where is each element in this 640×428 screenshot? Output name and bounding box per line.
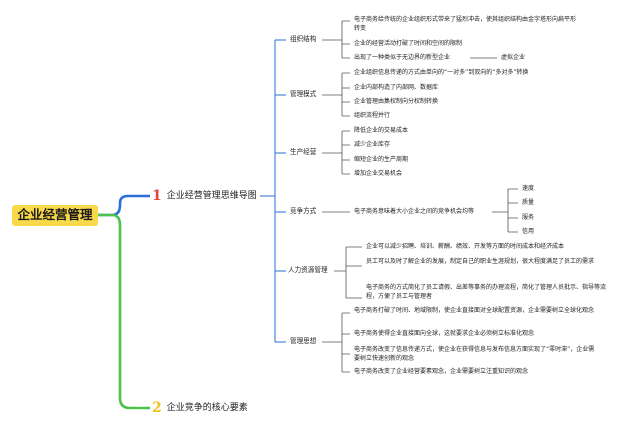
connectors-competition-leaves [322, 188, 518, 233]
leaf-organization-2[interactable]: 企业的经营活动打破了时间和空间的限制 [354, 40, 463, 47]
branch1-title: 企业经营管理思维导图 [166, 190, 257, 201]
connectors-hr-leaves [334, 246, 362, 299]
subtopic-thought[interactable]: 管理思想 [290, 337, 317, 345]
connector-branch1-spine [260, 40, 276, 342]
connector-root-branch1 [98, 194, 150, 217]
connectors-management-leaves [322, 72, 350, 117]
leaf-thought-2[interactable]: 电子商务使得企业直接面向全球，这就要求企业必须树立标准化观念 [354, 330, 535, 337]
leaf-organization-3[interactable]: 出现了一种类似于无边界的新型企业 [354, 54, 451, 61]
leaf-hr-1[interactable]: 企业可以减少招聘、培训、薪酬、绩效、开发等方面的时间成本和经济成本 [366, 243, 565, 250]
subtopic-hr[interactable]: 人力资源管理 [288, 266, 328, 274]
connectors-thought-leaves [322, 312, 350, 373]
leaf-production-1[interactable]: 降低企业的交易成本 [354, 127, 409, 134]
root-topic[interactable]: 企业经营管理 [12, 205, 98, 226]
leaf-organization-1[interactable]: 电子商务给传统的企业组织形式带来了猛烈冲击，使其组织结构由金字塔形向扁平形转变 [354, 16, 577, 32]
leaf-management-1[interactable]: 企业组织信息传递的方式由单向的“一对多”到双向的“多对多”转换 [354, 69, 529, 76]
leaf-thought-3[interactable]: 电子商务改变了信息传递方式，使企业在获得信息与发布信息方面实现了“零时滞”，企业… [354, 346, 595, 362]
leaf-management-3[interactable]: 企业管理由集权制向分权制转换 [354, 98, 439, 105]
branch2-title: 企业竞争的核心要素 [166, 402, 248, 413]
subtopic-competition[interactable]: 竞争方式 [290, 207, 317, 215]
connectors-organization-leaves [322, 20, 497, 59]
leaf-production-4[interactable]: 增加企业交易机会 [354, 170, 403, 177]
leaf-thought-4[interactable]: 电子商务改变了企业经营要素观念，企业需要树立注重知识的观念 [354, 368, 529, 375]
subtopic-organization[interactable]: 组织结构 [290, 35, 317, 43]
leaf-management-4[interactable]: 组织流程并行 [354, 112, 391, 119]
leaf-management-2[interactable]: 企业内部构造了内部网、数据库 [354, 84, 439, 91]
subtopic-management-mode[interactable]: 管理模式 [290, 90, 317, 98]
connectors-production-leaves [322, 130, 350, 175]
subtopic-production[interactable]: 生产经营 [290, 148, 317, 156]
leaf-competition-quality[interactable]: 质量 [522, 199, 535, 206]
leaf-competition-service[interactable]: 服务 [522, 214, 535, 221]
leaf-production-3[interactable]: 缩短企业的生产周期 [354, 156, 409, 163]
branch2-topic[interactable]: 2 企业竞争的核心要素 [152, 401, 248, 415]
branch1-topic[interactable]: 1 企业经营管理思维导图 [152, 189, 257, 203]
leaf-thought-1[interactable]: 电子商务打破了时间、地域限制，使企业直接面对全球配置资源，企业需要树立全球化观念 [354, 307, 595, 314]
leaf-competition-1[interactable]: 电子商务意味着大小企业之间的竞争机会均等 [354, 208, 475, 215]
connector-root-branch2 [98, 213, 150, 410]
leaf-competition-speed[interactable]: 速度 [522, 185, 535, 192]
leaf-competition-credit[interactable]: 信用 [522, 228, 535, 235]
leaf-hr-3[interactable]: 电子商务的方式简化了员工请假、出差等事务的办理流程，简化了管理人员批示、指导等流… [366, 284, 607, 300]
branch1-number: 1 [152, 188, 162, 204]
leaf-hr-2[interactable]: 员工可以及时了解企业的发展，制定自己的职业生涯规划，很大程度满足了员工的需求 [366, 258, 595, 265]
leaf-production-2[interactable]: 减少企业库存 [354, 141, 391, 148]
branch2-number: 2 [152, 400, 162, 416]
leaf-organization-virtual[interactable]: 虚拟企业 [501, 54, 526, 61]
